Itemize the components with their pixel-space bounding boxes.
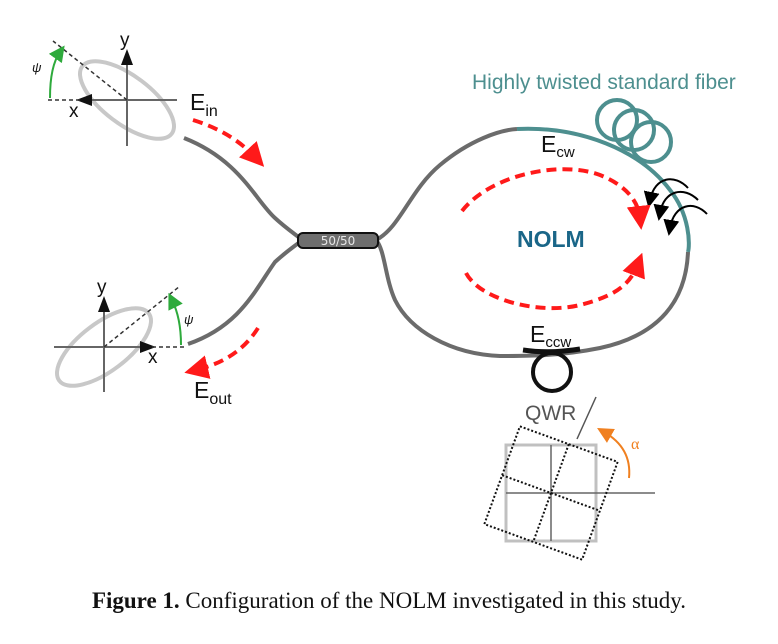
alpha-angle-arrow <box>597 428 631 479</box>
coil-3 <box>629 120 673 164</box>
coupler-body <box>297 232 379 249</box>
input-y-label: y <box>120 30 130 51</box>
output-major-axis-dashed <box>103 285 181 348</box>
qwr-loop <box>531 351 573 393</box>
output-fiber <box>187 238 304 346</box>
input-x-label: x <box>69 101 79 122</box>
e-in-label: Ein <box>190 89 218 120</box>
quarter-wave-retarder: QWR <box>522 346 597 440</box>
coupler-50-50: 50/50 <box>297 232 379 249</box>
qwr-orientation-diagram: α <box>483 425 655 561</box>
input-direction-arrow <box>192 118 265 167</box>
qwr-label: QWR <box>525 402 576 425</box>
qwr-rotated-horizontal <box>501 474 601 512</box>
e-cw-label: Ecw <box>541 131 575 161</box>
twisted-fiber-label: Highly twisted standard fiber <box>472 71 736 94</box>
figure-caption: Figure 1. Configuration of the NOLM inve… <box>0 588 778 614</box>
output-direction-arrow <box>184 326 260 379</box>
caption-text: Configuration of the NOLM investigated i… <box>179 588 687 613</box>
output-polarization-diagram: ψ y x <box>54 277 194 392</box>
qwr-rotated-axis <box>576 396 597 440</box>
e-out-label: Eout <box>194 377 232 408</box>
caption-label: Figure 1. <box>91 588 180 613</box>
clockwise-arrow <box>460 167 651 230</box>
loop-fiber-lower <box>374 238 690 359</box>
output-psi-angle-arrow <box>168 292 183 346</box>
nolm-label: NOLM <box>517 226 585 252</box>
input-major-axis-dashed <box>52 40 128 101</box>
input-psi-label: ψ <box>32 60 42 75</box>
output-y-label: y <box>97 277 107 298</box>
input-psi-angle-arrow <box>48 45 65 99</box>
fiber-coils <box>595 98 673 164</box>
coupler-label: 50/50 <box>321 234 356 248</box>
counterclockwise-arrow <box>464 252 645 311</box>
e-ccw-label: Eccw <box>530 321 571 351</box>
qwr-rotated-square <box>483 425 619 561</box>
output-x-label: x <box>148 347 158 368</box>
twisted-fiber-section <box>516 126 691 253</box>
twist-arrow-2 <box>653 190 699 221</box>
output-psi-label: ψ <box>184 312 194 327</box>
input-polarization-diagram: ψ y x <box>32 30 177 146</box>
alpha-label: α <box>631 436 640 453</box>
twist-arrows <box>643 178 708 236</box>
twist-arrow-3 <box>663 204 708 236</box>
loop-fiber-upper-left <box>375 127 518 242</box>
nolm-diagram: ψ y x Ein ψ y x Eout Ecw <box>32 30 736 561</box>
twist-arrow-1 <box>643 178 689 208</box>
input-polarization-ellipse <box>78 59 176 141</box>
input-fiber <box>183 136 304 242</box>
output-polarization-ellipse <box>55 306 153 388</box>
